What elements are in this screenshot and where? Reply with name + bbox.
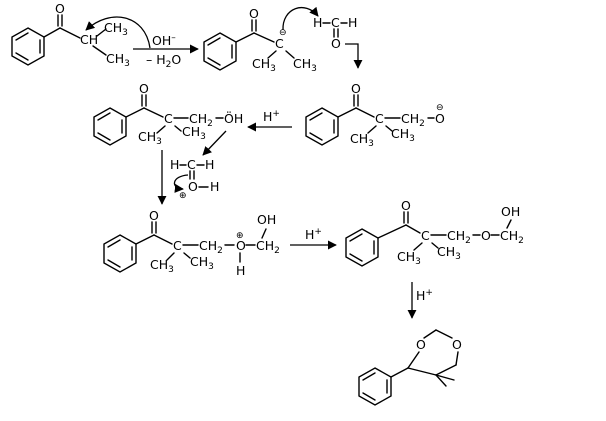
svg-text:O: O bbox=[331, 36, 341, 51]
methylene-2: CH2 bbox=[500, 228, 524, 246]
oxonium-charge: ⊕ bbox=[236, 231, 244, 241]
dioxane-ring bbox=[407, 351, 420, 369]
water-byproduct: – H2O bbox=[146, 52, 181, 70]
svg-text:O: O bbox=[188, 179, 198, 194]
alkoxide-oxygen: O bbox=[435, 111, 445, 126]
methyl-bond-1 bbox=[435, 374, 447, 387]
molecule-alcohol: O C CH2 ÖH CH3 CH3 bbox=[93, 81, 243, 147]
molecule-hemiformal: O C CH2 O CH2 OH CH3 CH3 bbox=[345, 198, 524, 267]
methylene: CH2 bbox=[447, 228, 471, 246]
carbanion-charge: ⊖ bbox=[279, 28, 287, 38]
svg-text:C: C bbox=[331, 15, 340, 30]
proton-reagent: H+ bbox=[305, 227, 322, 242]
methine-label: CH bbox=[80, 32, 98, 47]
quaternary-carbon: C bbox=[375, 111, 384, 126]
quaternary-carbon: C bbox=[421, 228, 430, 243]
molecule-carbanion: O C ⊖ CH3 CH3 bbox=[203, 6, 317, 74]
carbonyl-oxygen: O bbox=[401, 198, 411, 213]
proton-reagent: H+ bbox=[416, 288, 433, 303]
methyl-right: CH3 bbox=[437, 244, 461, 262]
hydroxyl-group: OH bbox=[501, 204, 520, 219]
hydroxyl-group: OH bbox=[257, 212, 276, 227]
methyl-bond-2 bbox=[435, 374, 455, 381]
svg-text:H: H bbox=[348, 15, 357, 30]
attack-arrow bbox=[202, 130, 227, 156]
carbonyl-oxygen: O bbox=[139, 81, 149, 96]
carbonyl-oxygen: O bbox=[55, 1, 65, 16]
curved-arrow-deprotonation bbox=[85, 16, 151, 49]
curved-arrow-nucleophilic-attack bbox=[282, 6, 319, 31]
methyl-right: CH3 bbox=[293, 56, 317, 74]
molecule-alkoxide: O C CH2 O ⊖ CH3 CH3 bbox=[305, 81, 445, 149]
methyl-bottom: CH3 bbox=[106, 51, 130, 69]
hydroxide-reagent: OH– bbox=[152, 33, 176, 48]
methyl-right: CH3 bbox=[182, 124, 206, 142]
ring-oxygen-1: O bbox=[416, 337, 426, 352]
methyl-right: CH3 bbox=[190, 254, 214, 272]
svg-text:H: H bbox=[313, 15, 322, 30]
svg-text:H: H bbox=[170, 157, 179, 172]
step-arrow-down bbox=[345, 43, 363, 69]
carbonyl-oxygen: O bbox=[149, 208, 159, 223]
product-dioxane: O O bbox=[358, 329, 462, 406]
oxonium-hydrogen: H bbox=[236, 263, 245, 278]
methyl-left: CH3 bbox=[350, 131, 374, 149]
oxonium-oxygen: O bbox=[236, 238, 246, 253]
alkoxide-charge: ⊖ bbox=[436, 103, 444, 113]
quaternary-carbon: C bbox=[164, 111, 173, 126]
methyl-top: CH3 bbox=[104, 20, 128, 38]
formaldehyde: H C H O bbox=[313, 15, 357, 51]
methylene-2: CH2 bbox=[256, 238, 280, 256]
carbonyl-oxygen: O bbox=[249, 6, 259, 21]
methyl-left: CH3 bbox=[138, 129, 162, 147]
svg-text:H: H bbox=[210, 179, 219, 194]
svg-text:H: H bbox=[205, 157, 214, 172]
molecule-isobutyrophenone: O CH CH3 CH3 bbox=[11, 1, 130, 69]
ether-oxygen: O bbox=[481, 228, 491, 243]
methyl-left: CH3 bbox=[397, 249, 421, 267]
methyl-left: CH3 bbox=[150, 257, 174, 275]
methylene: CH2 bbox=[189, 111, 213, 129]
methyl-right: CH3 bbox=[391, 126, 415, 144]
methylene: CH2 bbox=[199, 238, 223, 256]
carbanion-carbon: C bbox=[275, 36, 284, 51]
curved-arrow-pi-electrons bbox=[173, 174, 189, 193]
oxonium-charge: ⊕ bbox=[179, 191, 187, 201]
carbonyl-oxygen: O bbox=[351, 81, 361, 96]
protonated-formaldehyde: H C H O H ⊕ bbox=[170, 157, 219, 201]
quaternary-carbon: C bbox=[173, 238, 182, 253]
methyl-left: CH3 bbox=[252, 56, 276, 74]
methylene: CH2 bbox=[401, 111, 425, 129]
svg-text:C: C bbox=[187, 157, 196, 172]
step1-arrow: OH– – H2O bbox=[133, 33, 199, 70]
ring-oxygen-2: O bbox=[452, 337, 462, 352]
hydroxyl-group: ÖH bbox=[224, 110, 243, 126]
molecule-oxonium-intermediate: O C CH2 O ⊕ H CH2 OH CH3 CH3 bbox=[103, 208, 280, 278]
proton-reagent: H+ bbox=[263, 109, 280, 124]
